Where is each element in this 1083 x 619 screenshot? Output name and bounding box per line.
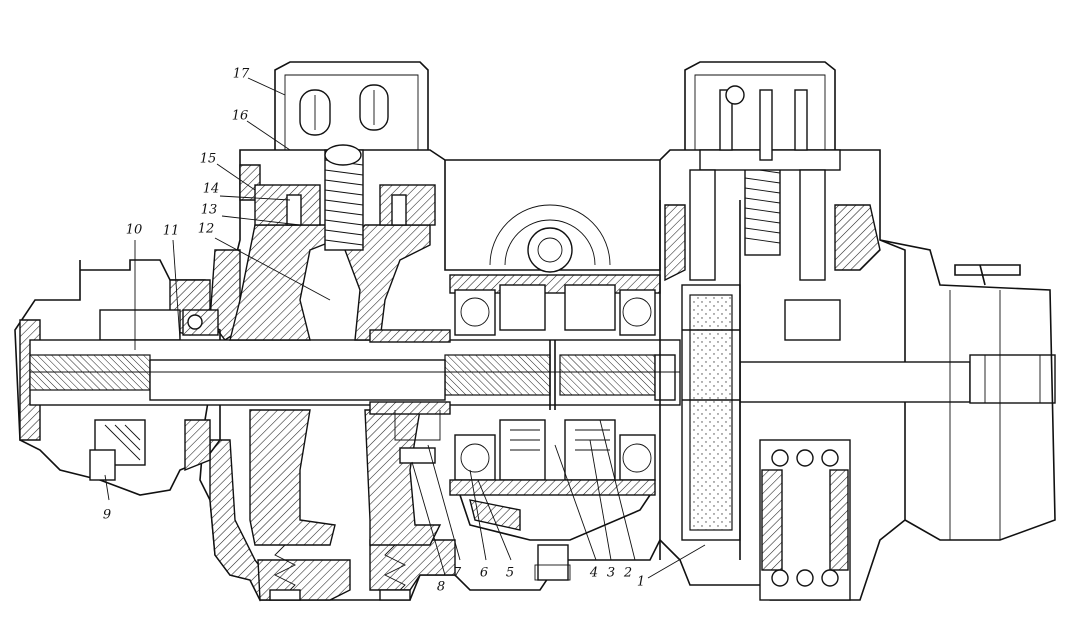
callout-12: 12 [197,221,215,237]
callout-6: 6 [479,565,489,581]
top-bracket [274,61,429,150]
center-sleeve [369,329,451,464]
callout-14: 14 [202,181,220,197]
left-top-spring [324,144,364,251]
leader-lines [104,77,706,579]
right-housing [879,239,1056,541]
callout-5: 5 [505,565,515,581]
callout-3: 3 [606,565,616,581]
center-gearbox [444,160,661,581]
right-disc-pack [659,200,881,560]
left-clutch [229,184,442,546]
output-shaft [739,354,1056,404]
callout-15: 15 [199,151,217,167]
callout-11: 11 [162,223,180,239]
callout-17: 17 [232,66,250,82]
callout-9: 9 [102,507,112,523]
bottom-springs [269,544,411,601]
callout-13: 13 [200,202,218,218]
callout-7: 7 [452,565,462,581]
callout-2: 2 [623,565,633,581]
right-top-assembly [684,61,841,341]
callout-10: 10 [125,222,143,238]
right-lower-mount [759,439,851,601]
callout-8: 8 [436,579,446,595]
callout-1: 1 [636,574,646,590]
main-shaft [29,339,681,410]
callout-16: 16 [231,108,249,124]
callout-4: 4 [589,565,599,581]
